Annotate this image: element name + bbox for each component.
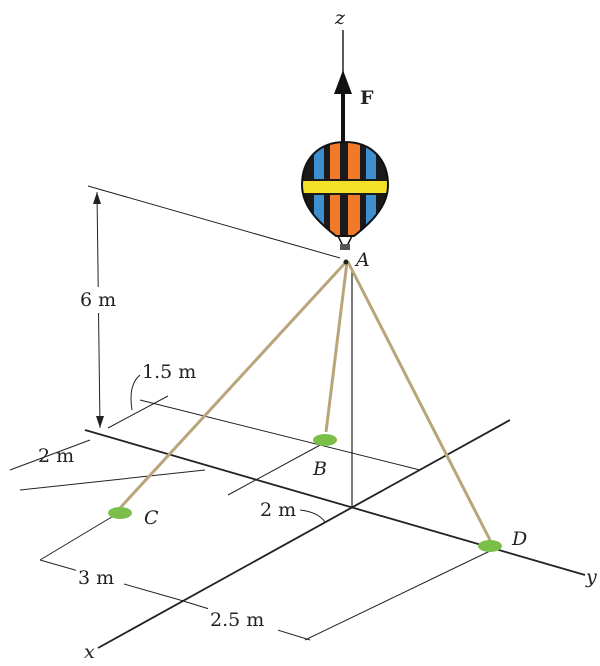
height-arrow-top bbox=[93, 192, 101, 204]
dim-2m-left-line bbox=[9, 439, 91, 471]
force-arrow-head bbox=[334, 70, 352, 94]
dim-1-5-line bbox=[107, 395, 169, 429]
anchor-b bbox=[313, 434, 337, 446]
hot-air-balloon bbox=[300, 140, 390, 250]
anchor-d bbox=[478, 540, 502, 552]
x-axis-label: x bbox=[84, 641, 95, 663]
ground-line-b-parallel-y bbox=[139, 399, 421, 471]
dim-c-x-label: 3 m bbox=[78, 567, 114, 589]
force-label: F bbox=[360, 87, 374, 109]
dim-b-x-label: 2 m bbox=[260, 499, 296, 521]
z-axis-label: z bbox=[334, 7, 346, 29]
dim-height-label: 6 m bbox=[80, 289, 116, 311]
height-arrow-bottom bbox=[96, 416, 104, 428]
height-ref-top bbox=[87, 185, 341, 259]
x-axis bbox=[97, 419, 511, 649]
ground-line-c-ext bbox=[39, 511, 121, 561]
ground-line-c-row bbox=[19, 469, 206, 491]
point-b-label: B bbox=[312, 458, 327, 480]
point-c-label: C bbox=[144, 507, 159, 529]
y-axis-label: y bbox=[585, 566, 597, 588]
ropes bbox=[118, 260, 492, 541]
dim-1-5-leader bbox=[130, 374, 141, 411]
point-a-dot bbox=[343, 259, 349, 265]
ground-line-d-row bbox=[304, 549, 493, 641]
dim-b-x-leader bbox=[299, 509, 326, 523]
dim-b-offset-label: 1.5 m bbox=[142, 361, 196, 383]
rope-a-c bbox=[118, 260, 348, 510]
dim-c-y-label: 2 m bbox=[38, 445, 74, 467]
ground-line-b-tick bbox=[227, 443, 323, 496]
rope-a-d bbox=[346, 261, 492, 541]
point-d-label: D bbox=[511, 528, 527, 550]
rope-a-b bbox=[324, 261, 349, 433]
y-axis bbox=[84, 429, 586, 576]
point-a-label: A bbox=[354, 249, 370, 271]
anchor-c bbox=[108, 507, 132, 519]
dim-d-x-label: 2.5 m bbox=[210, 609, 264, 631]
